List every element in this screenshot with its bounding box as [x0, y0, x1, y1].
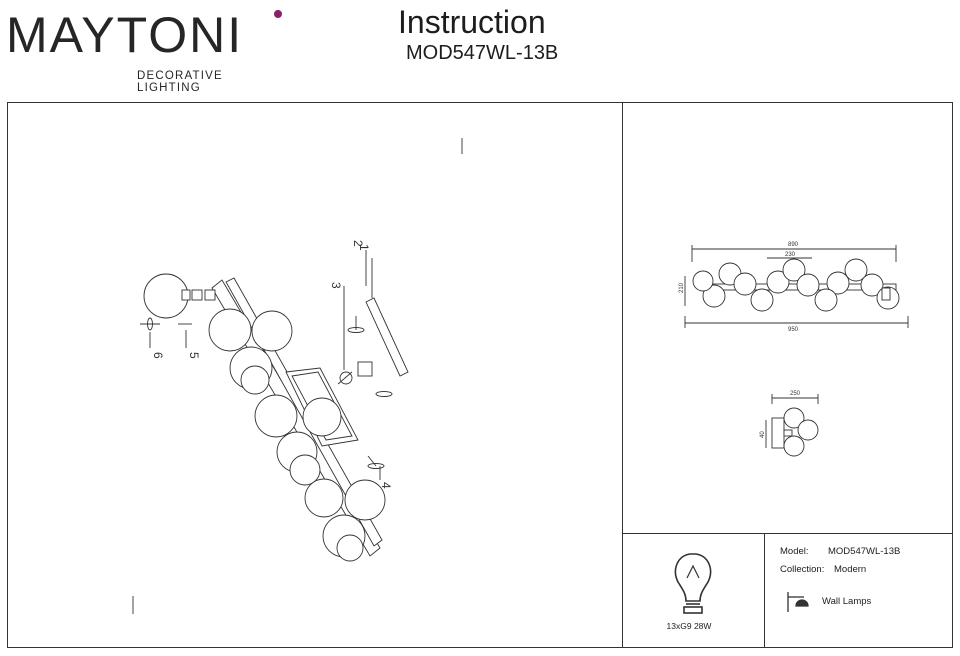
- dim-length-total: 950: [788, 327, 799, 333]
- page-title: Instruction: [398, 4, 546, 40]
- dim-height: 210: [679, 282, 685, 293]
- dim-depth: 250: [790, 391, 801, 397]
- bulb-spec: 13xG9 28W: [666, 621, 712, 631]
- brand-name: MAYTONI: [6, 7, 244, 63]
- front-view-drawing: [684, 245, 909, 328]
- dim-length-inner: 890: [788, 242, 799, 248]
- divider-vertical: [622, 102, 623, 648]
- fixture-exploded-view: [140, 250, 409, 562]
- callout-6: 6: [151, 352, 165, 359]
- callout-1: 1: [357, 244, 371, 251]
- brand-dot: [274, 10, 282, 18]
- callout-4: 4: [379, 482, 393, 489]
- brand-logo: MAYTONI DECORATIVE LIGHTING: [6, 4, 286, 94]
- dim-base: 40: [760, 431, 766, 438]
- dim-spacing: 230: [785, 252, 796, 258]
- wall-lamp-icon: [787, 592, 809, 612]
- model-code: MOD547WL-13B: [406, 42, 559, 64]
- collection-value: Modern: [834, 564, 867, 575]
- divider-horizontal: [622, 533, 953, 534]
- brand-tagline: DECORATIVE LIGHTING: [137, 70, 223, 94]
- callout-2: 2: [351, 240, 365, 247]
- divider-info: [764, 533, 765, 648]
- model-value: MOD547WL-13B: [828, 546, 901, 557]
- callout-5: 5: [187, 352, 201, 359]
- lightbulb-icon: [674, 553, 712, 614]
- callout-3: 3: [329, 282, 343, 289]
- drawing-frame: [7, 102, 953, 648]
- collection-label: Collection:: [780, 564, 825, 575]
- model-label: Model:: [780, 546, 809, 557]
- lamp-type: Wall Lamps: [822, 596, 872, 607]
- side-view-drawing: [765, 394, 819, 457]
